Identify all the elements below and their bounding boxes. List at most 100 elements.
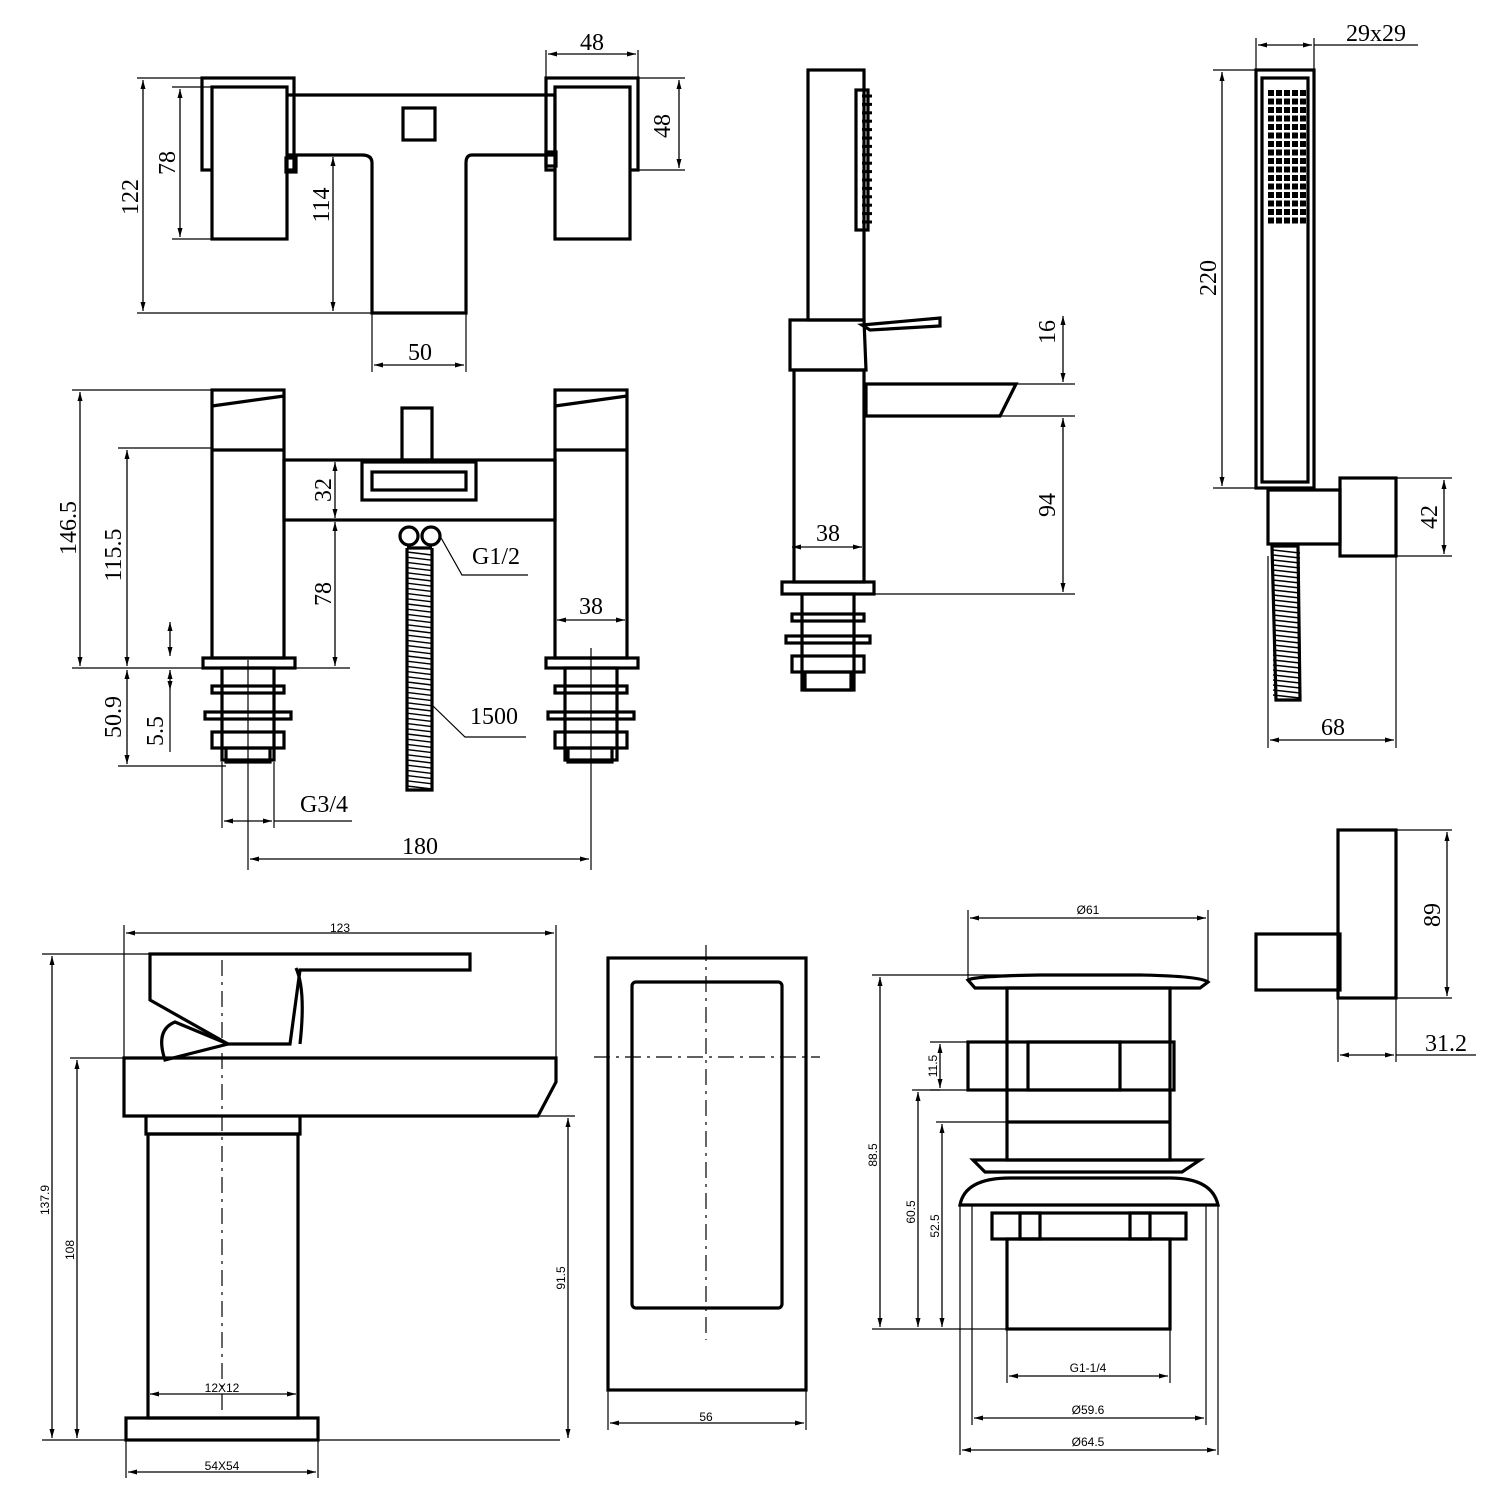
bath-hose-coil [406, 707, 433, 712]
nozzle [1292, 183, 1298, 190]
nozzle [1292, 217, 1298, 224]
bath-hose-coil [406, 676, 433, 681]
hose-coil [1272, 569, 1301, 574]
dim-basin-body-height: 108 [63, 1240, 77, 1260]
dim-basin-overall-height: 137.9 [38, 1185, 52, 1215]
label-hose-length: 1500 [470, 704, 518, 730]
bath-hose-coil [406, 551, 433, 556]
hose-coil [1272, 549, 1301, 554]
hose-coil [1272, 564, 1301, 569]
bath-hose-coil [406, 650, 433, 655]
bath-hose-coil [406, 785, 433, 790]
hose-coil [1272, 654, 1301, 659]
nozzle [1292, 98, 1298, 105]
hose-coil [1272, 594, 1301, 599]
hose-coil [1272, 609, 1301, 614]
nozzle [1284, 200, 1290, 207]
hose-coil [1272, 579, 1301, 584]
dim-waste-lower-height: 52.5 [928, 1214, 942, 1238]
nozzle [1268, 158, 1274, 164]
bath-mixer-top-view: 122 78 114 48 48 50 [118, 30, 685, 372]
nozzle [1284, 132, 1290, 139]
nozzle [1284, 90, 1290, 96]
label-outlet-thread: G1/2 [472, 544, 520, 570]
label-inlet-thread: G3/4 [300, 792, 348, 818]
bath-hose-coil [406, 754, 433, 759]
bath-hose-coil [406, 629, 433, 634]
bath-hose-coil [406, 566, 433, 572]
nozzle [1300, 149, 1306, 156]
nozzle [1284, 115, 1290, 122]
bath-mixer-side-view: 16 94 38 [780, 68, 1075, 692]
dim-waste-slot-height: 11.5 [926, 1054, 940, 1077]
dim-waste-flange-top: Ø61 [1077, 903, 1100, 917]
bath-hose-coil [406, 572, 433, 577]
nozzle [1284, 158, 1290, 164]
bath-hose-coil [406, 728, 433, 733]
bath-hose-coil [406, 624, 433, 629]
dim-waste-flange-diameter: Ø64.5 [1072, 1435, 1105, 1449]
hose-coil [1272, 649, 1301, 654]
nozzle [1276, 149, 1282, 156]
nozzle [1292, 90, 1298, 96]
nozzle [1268, 209, 1274, 215]
bath-hose-coil [406, 743, 433, 749]
nozzle [1284, 107, 1290, 113]
nozzle [1284, 209, 1290, 215]
bath-hose-coil [406, 618, 433, 624]
nozzle [1276, 209, 1282, 215]
dim-front-body-height: 115.5 [101, 528, 127, 581]
nozzle [1292, 175, 1298, 181]
dim-handset-head-size: 29x29 [1346, 21, 1406, 47]
hose-coil [1272, 674, 1301, 679]
nozzle [1268, 192, 1274, 198]
nozzle [1300, 98, 1306, 105]
bath-hose-coil [406, 665, 433, 671]
hose-coil [1272, 599, 1301, 604]
nozzle [1276, 98, 1282, 105]
hose-coil [1272, 634, 1301, 639]
nozzle [1292, 115, 1298, 122]
dim-waste-body-diameter: Ø59.6 [1072, 1403, 1105, 1417]
nozzle [1300, 209, 1306, 215]
nozzle [1276, 115, 1282, 122]
nozzle [1276, 192, 1282, 198]
hose-coil [1272, 629, 1301, 634]
bath-hose-coil [406, 660, 433, 665]
nozzle [1284, 141, 1290, 147]
bath-hose-coil [406, 733, 433, 738]
hose-coil [1272, 614, 1301, 619]
nozzle [1276, 183, 1282, 190]
nozzle [1268, 107, 1274, 113]
nozzle [1292, 107, 1298, 113]
bath-hose-coil [406, 655, 433, 660]
hose-coil [1272, 659, 1301, 664]
nozzle [1276, 200, 1282, 207]
bath-hose-coil [406, 717, 433, 723]
bath-hose-coil [406, 598, 433, 603]
bath-hose-coil [406, 613, 433, 619]
hose-coil [1272, 624, 1301, 629]
nozzle [1300, 132, 1306, 139]
nozzle [1284, 183, 1290, 190]
bath-hose-coil [406, 561, 433, 567]
bath-hose-coil [406, 587, 433, 593]
nozzle [1276, 217, 1282, 224]
dim-front-leg-width: 38 [579, 594, 603, 620]
bath-hose-coil [406, 738, 433, 743]
nozzle [1300, 166, 1306, 173]
bath-hose-coil [406, 670, 433, 676]
nozzle [1292, 132, 1298, 139]
nozzle [1268, 132, 1274, 139]
bath-hose-coils [406, 551, 433, 790]
bath-hose-coil [406, 764, 433, 769]
dim-top-handle-height: 78 [155, 151, 181, 175]
nozzle [1284, 175, 1290, 181]
bath-hose-coil [406, 696, 433, 702]
bath-hose-coil [406, 577, 433, 582]
bath-hose-coil [406, 603, 433, 608]
nozzle [1300, 115, 1306, 122]
bath-hose-coil [406, 759, 433, 764]
nozzle [1268, 217, 1274, 224]
